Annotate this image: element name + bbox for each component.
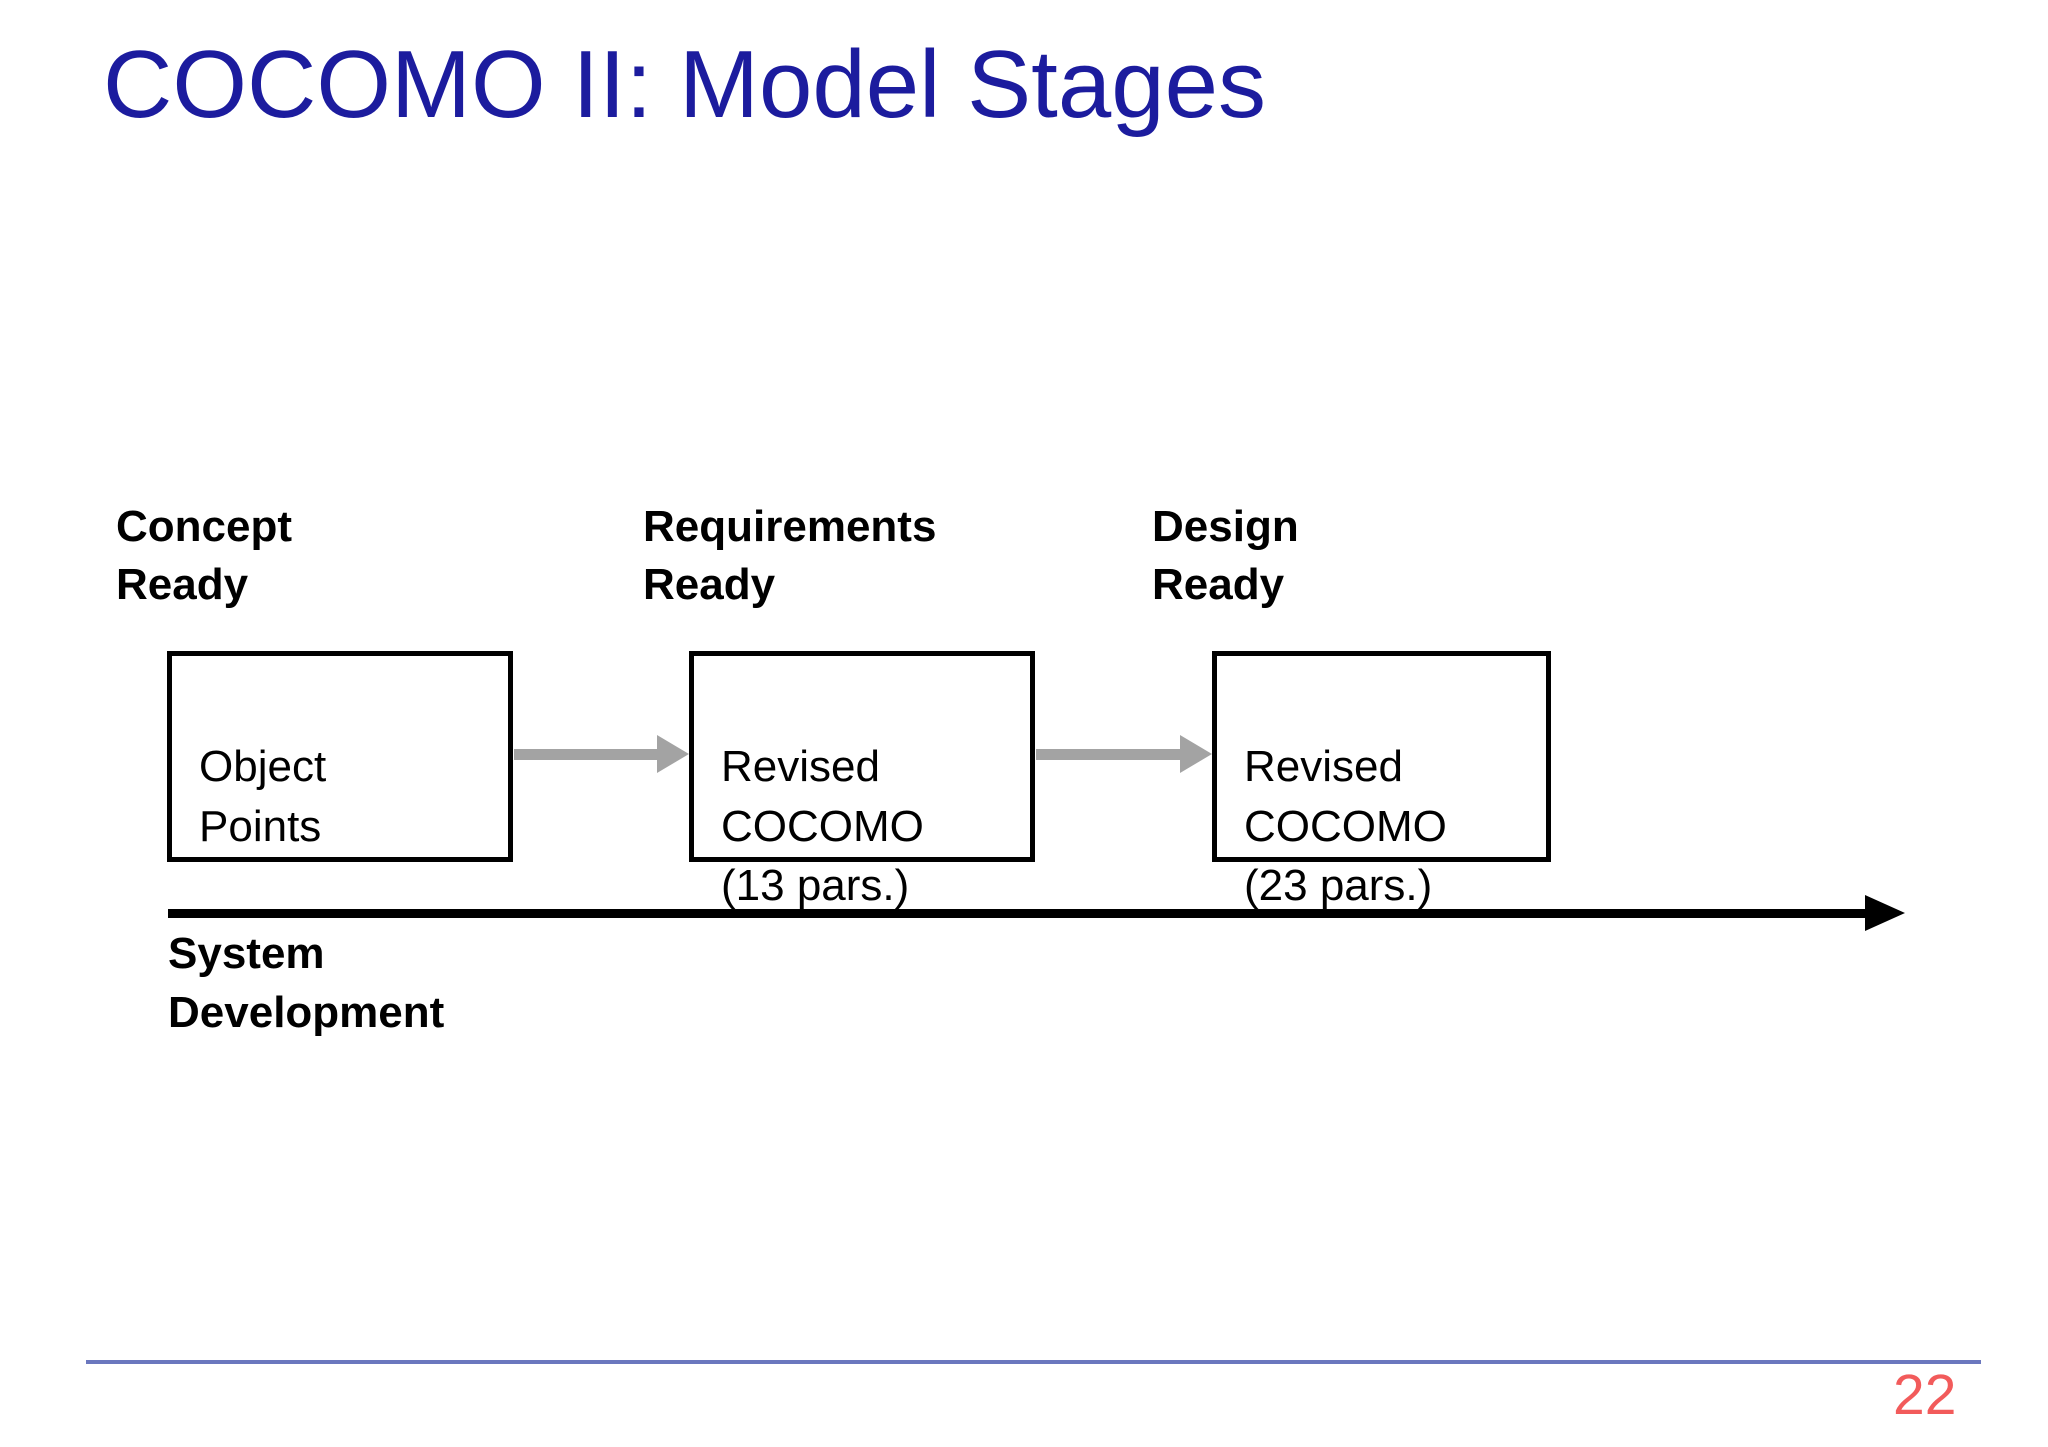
stage-box-text: Revised COCOMO (13 pars.) — [721, 742, 924, 911]
timeline-shaft — [168, 908, 1865, 918]
milestone-label-concept-ready: Concept Ready — [116, 502, 292, 610]
flow-arrow-2-right-arrow-icon — [1036, 735, 1212, 773]
milestone-label-requirements-ready: Requirements Ready — [643, 502, 937, 610]
stage-box-text: Object Points — [199, 742, 327, 851]
stage-box-revised-cocomo-23: Revised COCOMO (23 pars.) — [1212, 651, 1551, 910]
page-number: 22 — [1893, 1363, 1957, 1427]
timeline-right-arrow-icon — [168, 893, 1905, 933]
stage-box-text: Revised COCOMO (23 pars.) — [1244, 742, 1447, 911]
timeline-arrowhead-icon — [1865, 895, 1905, 931]
arrowhead-icon — [657, 735, 689, 773]
stage-box-object-points: Object Points — [167, 651, 513, 862]
timeline-label: System Development — [168, 929, 445, 1038]
arrow-shaft — [1036, 748, 1180, 760]
footer-divider — [86, 1360, 1981, 1364]
flow-arrow-1-right-arrow-icon — [514, 735, 689, 773]
arrowhead-icon — [1180, 735, 1212, 773]
milestone-label-design-ready: Design Ready — [1152, 502, 1299, 610]
stage-box-revised-cocomo-13: Revised COCOMO (13 pars.) — [689, 651, 1035, 910]
page-title: COCOMO II: Model Stages — [103, 31, 1267, 138]
arrow-shaft — [514, 748, 657, 760]
